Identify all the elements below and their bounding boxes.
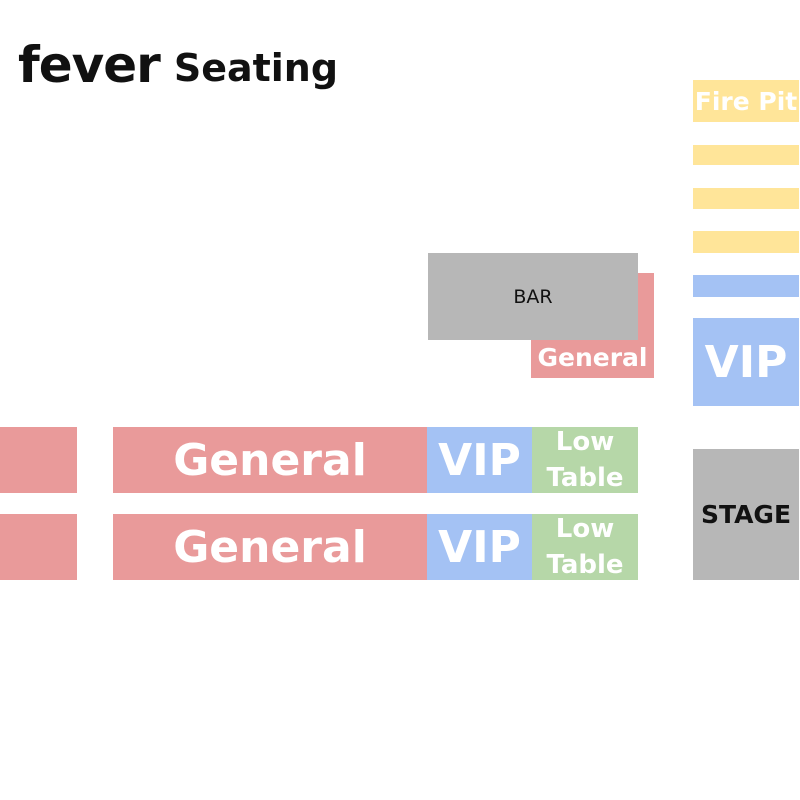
low-table-zone-row1[interactable]: Low Table [532, 427, 638, 493]
stage-label: STAGE [700, 500, 792, 529]
general-zone-left[interactable] [0, 427, 77, 493]
fever-logo: fever [18, 36, 161, 94]
low-table-label-line1: Low [555, 514, 615, 544]
fire-pit-seat-row[interactable] [693, 145, 799, 165]
vip-side-label: VIP [704, 336, 788, 388]
general-zone-left[interactable] [0, 514, 77, 580]
general-label: General [173, 434, 367, 486]
low-table-label-line2: Table [546, 550, 624, 580]
general-zone-row2[interactable]: General [113, 514, 427, 580]
general-zone-row1[interactable]: General [113, 427, 427, 493]
vip-zone-row2[interactable]: VIP [427, 514, 532, 580]
bar-label: BAR [513, 285, 553, 308]
page-title: Seating [173, 46, 339, 90]
fire-pit-label: Fire Pit [694, 86, 798, 116]
header: fever Seating [18, 26, 338, 90]
stage-zone: STAGE [693, 449, 799, 580]
general-label: General [173, 521, 367, 573]
vip-seat-row[interactable] [693, 275, 799, 297]
fire-pit-seat-row[interactable] [693, 231, 799, 253]
vip-label: VIP [438, 521, 521, 573]
low-table-label-line1: Low [555, 427, 615, 457]
vip-zone-row1[interactable]: VIP [427, 427, 532, 493]
vip-side-zone[interactable]: VIP [693, 318, 799, 406]
bar-zone: BAR [428, 253, 638, 340]
general-bar-label: General [537, 343, 648, 372]
fire-pit-seat-row[interactable] [693, 188, 799, 209]
low-table-label-line2: Table [546, 463, 624, 493]
low-table-zone-row2[interactable]: Low Table [532, 514, 638, 580]
fire-pit-zone[interactable]: Fire Pit [693, 80, 799, 122]
vip-label: VIP [438, 434, 521, 486]
